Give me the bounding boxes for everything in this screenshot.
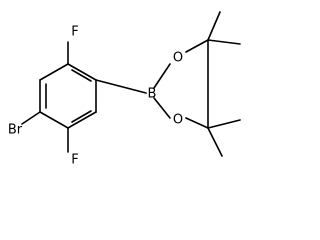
bond-o-c-bottom (185, 117, 209, 129)
methyl-top-right (207, 39, 241, 45)
bond-b-o-bottom (153, 97, 171, 119)
ring-double-bond-c (71, 110, 92, 123)
dioxaborolane-ring (153, 39, 209, 129)
methyl-top-up (207, 11, 221, 41)
bond-b-o-top (153, 63, 171, 89)
methyl-groups (207, 11, 241, 157)
atom-boron: B (148, 87, 157, 102)
benzene-ring (39, 63, 97, 129)
ring-bond-c5-c6 (67, 111, 97, 129)
atom-bromine: Br (8, 123, 23, 138)
methyl-bottom-down (207, 127, 223, 157)
atom-fluorine-top: F (71, 25, 78, 40)
bond-c-br (21, 111, 41, 125)
ring-bond-c6-c1 (39, 111, 69, 129)
methyl-bottom-right (207, 119, 241, 129)
atom-fluorine-bottom: F (71, 153, 78, 168)
ring-double-bond-b (71, 69, 92, 82)
molecule-structure: Br F F B O O (8, 11, 241, 168)
atom-oxygen-bottom: O (173, 113, 183, 128)
bond-c-b (95, 79, 147, 94)
atom-oxygen-top: O (173, 51, 183, 66)
ring-bond-c3-c4 (67, 63, 97, 81)
bond-o-c-top (185, 39, 209, 53)
ring-bond-c2-c3 (39, 63, 69, 81)
